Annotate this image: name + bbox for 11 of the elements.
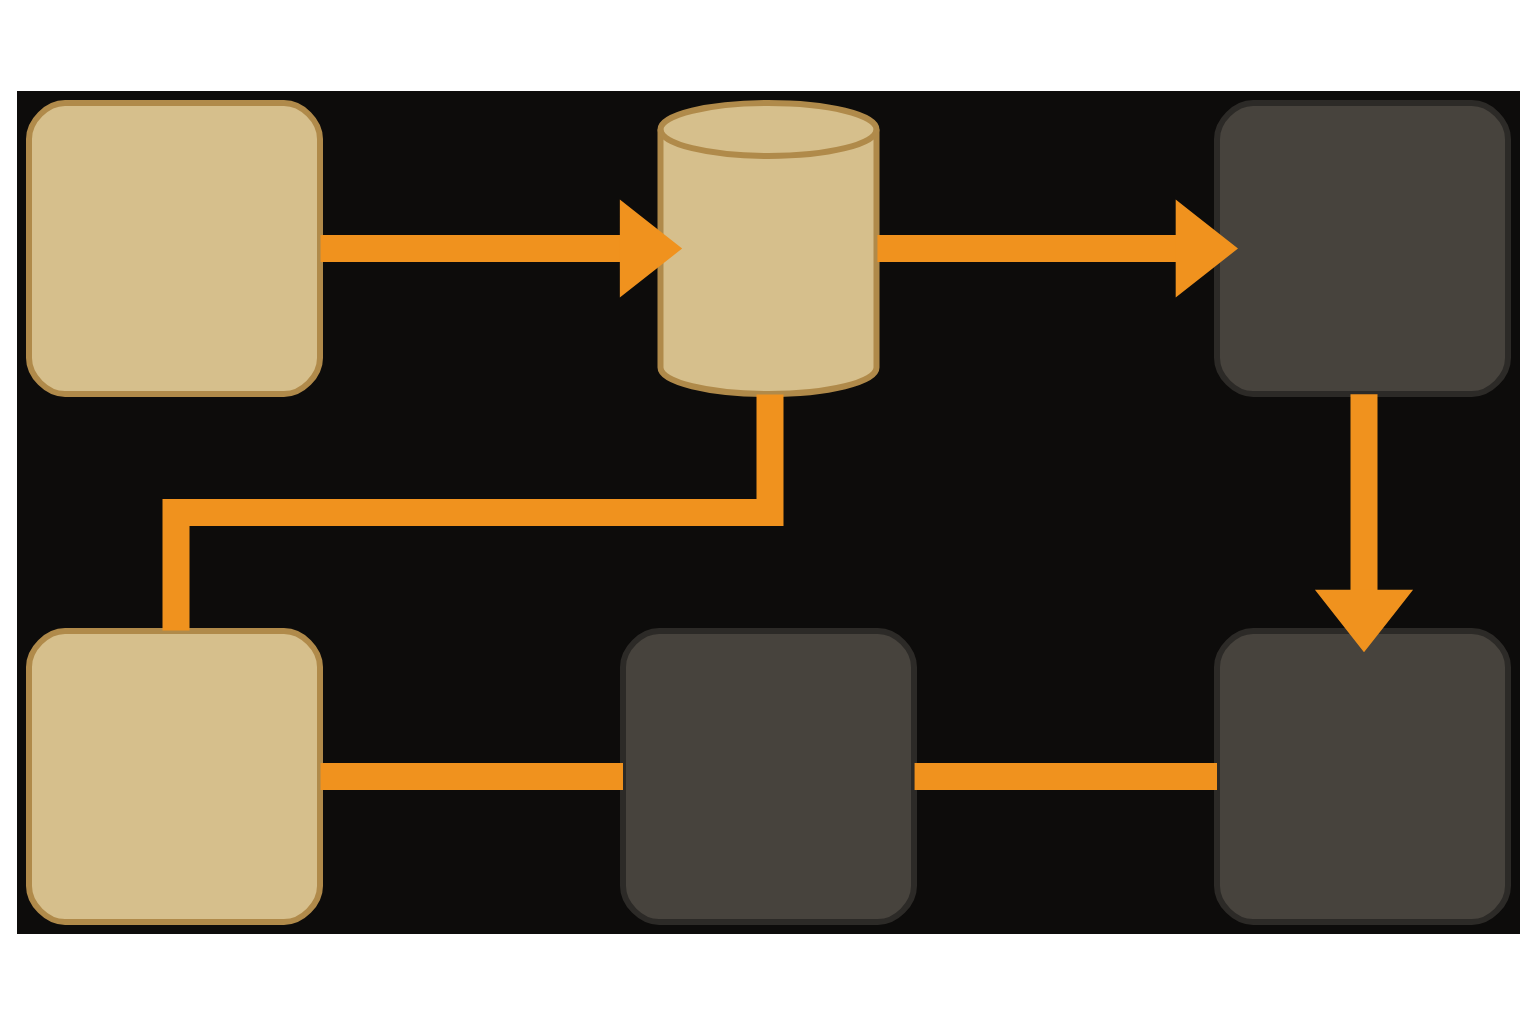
arrow bbox=[320, 198, 682, 298]
connector bbox=[914, 762, 1217, 790]
arrow bbox=[1314, 393, 1413, 652]
node-box bbox=[25, 99, 323, 397]
arrow bbox=[876, 198, 1238, 298]
node-box bbox=[1213, 627, 1511, 925]
connector bbox=[162, 393, 783, 631]
node-box bbox=[1213, 99, 1511, 397]
node-box bbox=[619, 627, 917, 925]
connector bbox=[320, 762, 623, 790]
node-box bbox=[25, 627, 323, 925]
